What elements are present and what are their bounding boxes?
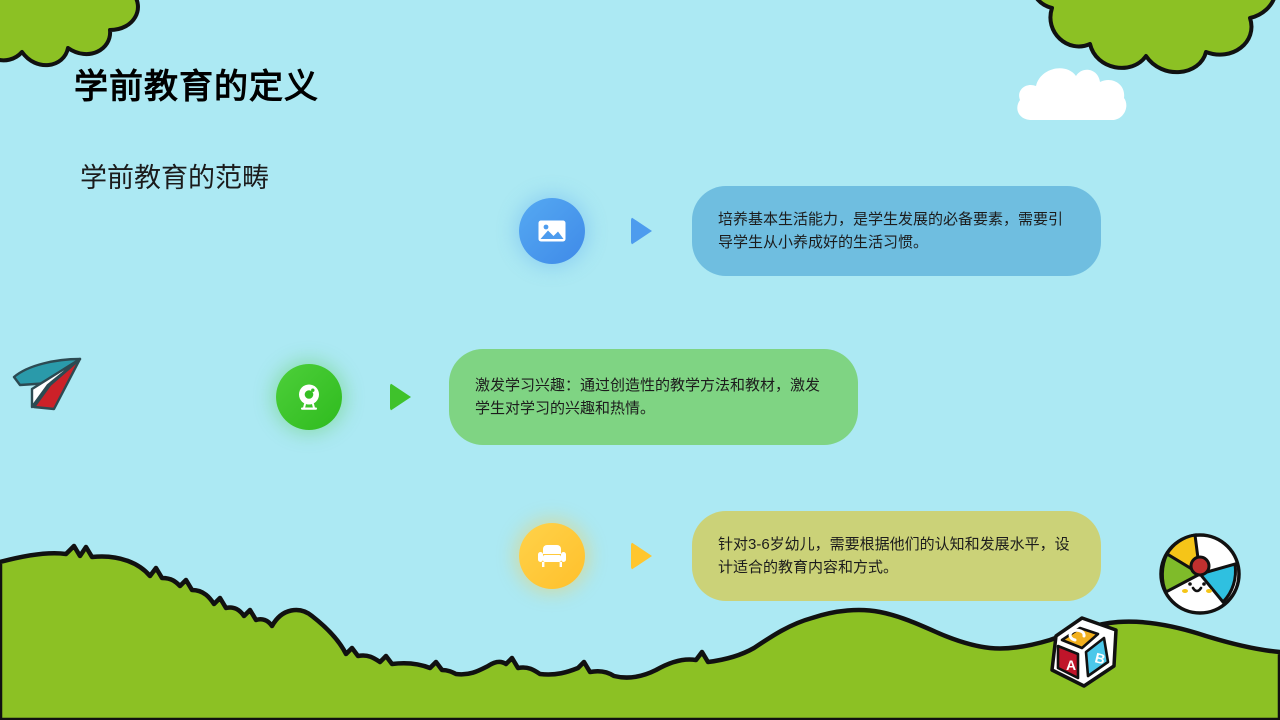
arrow-right-icon-1 [631,217,652,245]
alphabet-block-icon: A B [1050,616,1118,688]
webcam-icon-badge[interactable] [276,364,342,430]
bubble-text-3: 针对3-6岁幼儿，需要根据他们的认知和发展水平，设计适合的教育内容和方式。 [718,535,1070,576]
content-row-1: 培养基本生活能力，是学生发展的必备要素，需要引导学生从小养成好的生活习惯。 [519,186,1101,276]
page-title: 学前教育的定义 [74,68,319,106]
image-icon-badge[interactable] [519,198,585,264]
arrow-right-icon-2 [390,383,411,411]
bubble-text-2: 激发学习兴趣：通过创造性的教学方法和教材，激发学生对学习的兴趣和热情。 [475,376,821,417]
content-row-2: 激发学习兴趣：通过创造性的教学方法和教材，激发学生对学习的兴趣和热情。 [276,349,858,445]
armchair-icon [538,545,566,567]
arrow-right-icon-3 [631,542,652,570]
image-icon [538,220,566,242]
paper-plane-icon [12,357,82,411]
content-row-3: 针对3-6岁幼儿，需要根据他们的认知和发展水平，设计适合的教育内容和方式。 [519,511,1101,601]
beach-ball-icon [1159,533,1241,615]
svg-text:A: A [1066,657,1076,673]
content-bubble-1: 培养基本生活能力，是学生发展的必备要素，需要引导学生从小养成好的生活习惯。 [692,186,1101,276]
cloud-icon [1017,68,1127,120]
webcam-icon [299,384,319,410]
svg-text:B: B [1093,649,1107,667]
content-bubble-3: 针对3-6岁幼儿，需要根据他们的认知和发展水平，设计适合的教育内容和方式。 [692,511,1101,601]
content-bubble-2: 激发学习兴趣：通过创造性的教学方法和教材，激发学生对学习的兴趣和热情。 [449,349,858,445]
bubble-text-1: 培养基本生活能力，是学生发展的必备要素，需要引导学生从小养成好的生活习惯。 [718,210,1064,251]
page-subtitle: 学前教育的范畴 [80,163,269,193]
armchair-icon-badge[interactable] [519,523,585,589]
bush-top-right-icon [1035,0,1276,74]
